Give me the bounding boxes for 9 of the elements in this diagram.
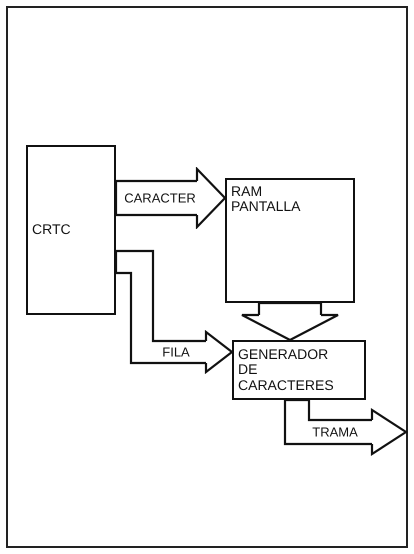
edge-label: CARACTER [123, 192, 197, 204]
block-label: GENERADOR DE CARACTERES [238, 346, 334, 394]
edge-label: TRAMA [311, 426, 359, 438]
block-box [232, 340, 366, 400]
block-label: RAM PANTALLA [231, 184, 301, 215]
block-box [225, 178, 355, 303]
edge-label: FILA [161, 346, 191, 358]
block-label: CRTC [32, 222, 71, 238]
block-box [26, 145, 116, 315]
